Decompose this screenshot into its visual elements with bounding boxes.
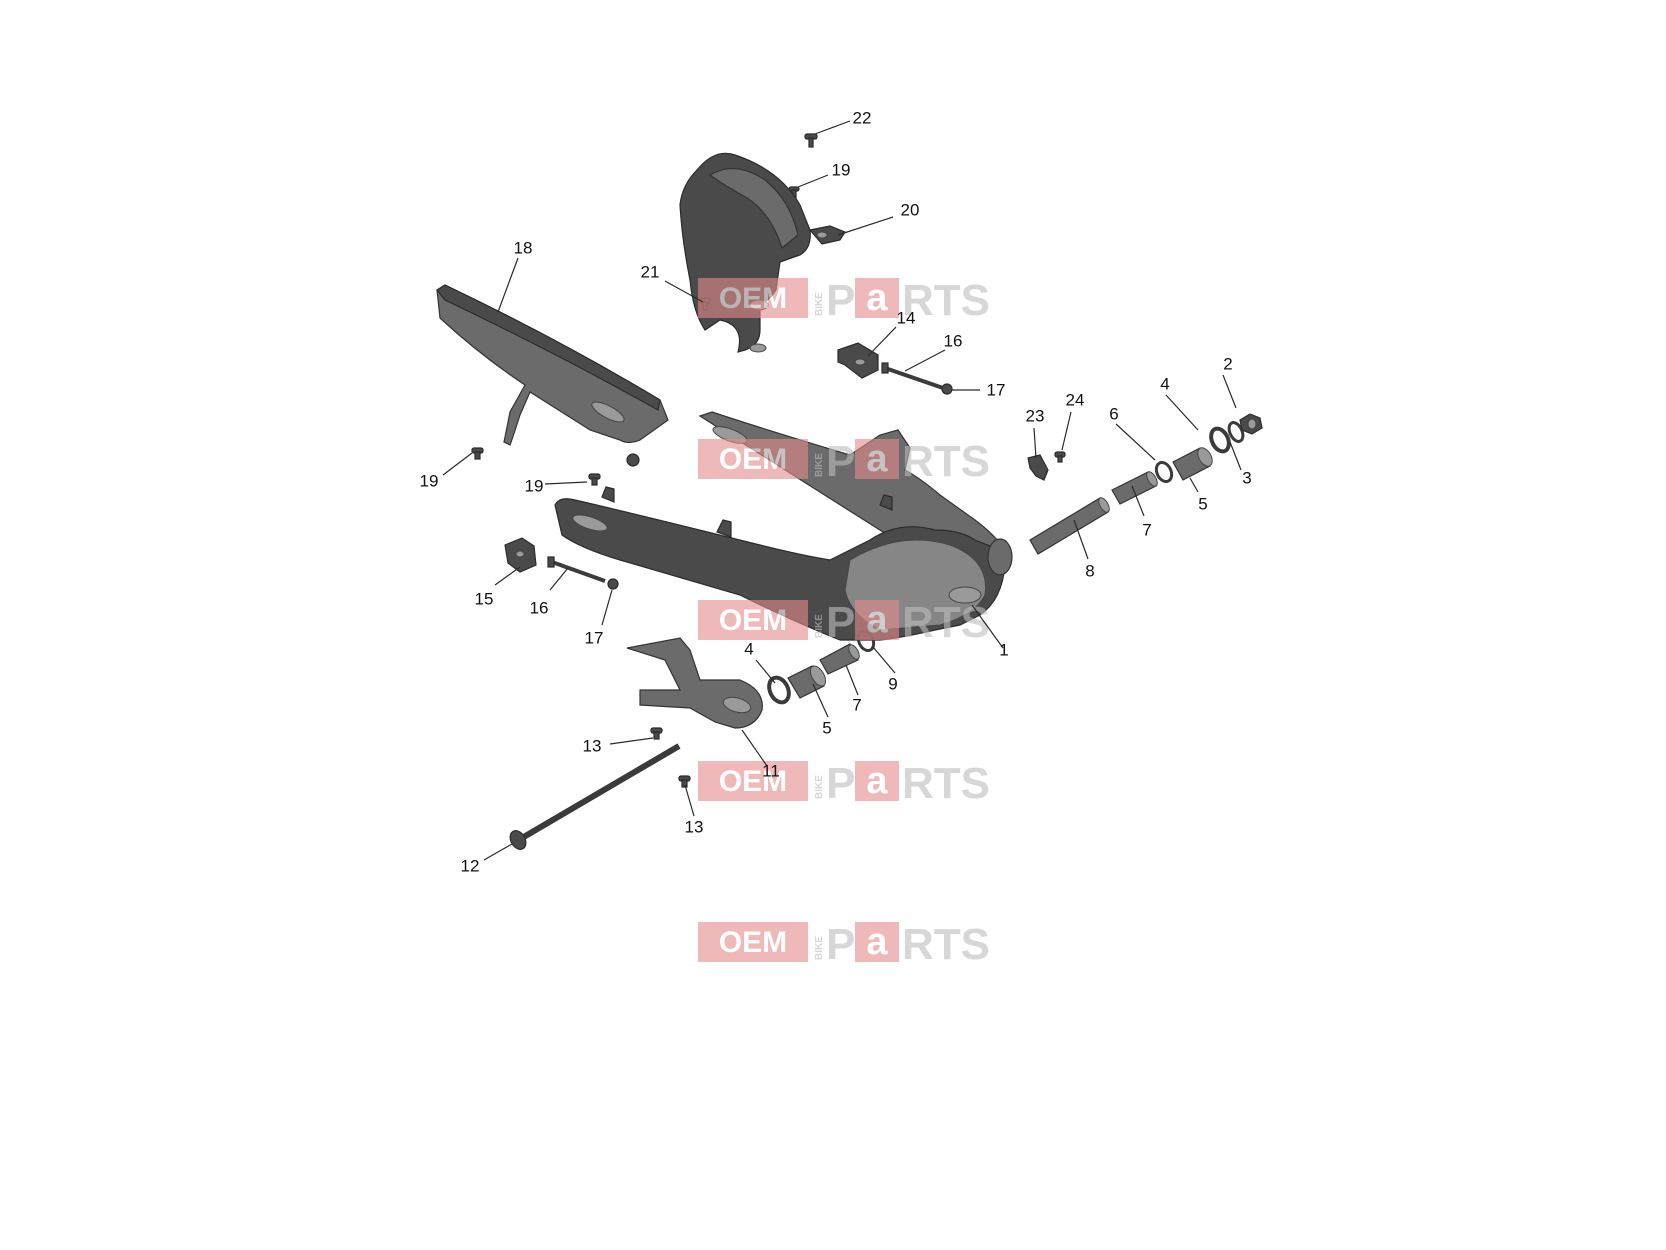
- callout-13: 13: [685, 818, 704, 837]
- part-6-seal-ring: [1154, 460, 1174, 484]
- callout-19: 19: [832, 161, 851, 180]
- part-19-screw-left: [471, 447, 484, 460]
- watermark-p-text: P: [826, 437, 855, 486]
- part-18-chain-guard: [436, 284, 669, 467]
- watermark-bike-text: BIKE: [814, 453, 825, 477]
- callout-23: 23: [1026, 407, 1045, 426]
- callout-22: 22: [853, 109, 872, 128]
- callout-24: 24: [1066, 391, 1085, 410]
- watermark-rts-text: RTS: [902, 276, 990, 325]
- callout-5: 5: [1198, 495, 1207, 514]
- part-5-bearing-upper: [1172, 447, 1213, 481]
- watermark-p-text: P: [826, 920, 855, 969]
- callout-4: 4: [1160, 375, 1169, 394]
- callout-19: 19: [420, 472, 439, 491]
- part-15-adjuster-block: [504, 537, 537, 573]
- watermark-oem-text: OEM: [719, 765, 787, 798]
- part-19-screw-middle: [588, 473, 601, 486]
- callout-7: 7: [852, 696, 861, 715]
- watermark-a-text: a: [866, 438, 888, 480]
- callout-18: 18: [514, 239, 533, 258]
- watermark-bike-text: BIKE: [814, 614, 825, 638]
- watermark-p-text: P: [826, 759, 855, 808]
- callout-19: 19: [525, 477, 544, 496]
- part-13-screw-upper: [650, 727, 663, 740]
- callout-6: 6: [1109, 405, 1118, 424]
- part-7-sleeve-upper: [1111, 471, 1158, 505]
- part-4-washer-lower: [767, 675, 791, 705]
- watermark-a-text: a: [866, 760, 888, 802]
- callout-5: 5: [822, 719, 831, 738]
- callout-4: 4: [744, 640, 753, 659]
- callout-2: 2: [1223, 355, 1232, 374]
- part-rear-hugger: [679, 152, 811, 353]
- part-12-axle: [509, 743, 681, 850]
- watermark-p-text: P: [826, 598, 855, 647]
- part-13-screw-lower: [678, 775, 691, 788]
- watermark-bike-text: BIKE: [814, 775, 825, 799]
- callout-16: 16: [530, 599, 549, 618]
- watermark-p-text: P: [826, 276, 855, 325]
- watermark-bike-text: BIKE: [814, 936, 825, 960]
- part-5-bearing-lower: [787, 665, 827, 699]
- callout-3: 3: [1242, 469, 1251, 488]
- watermark-rts-text: RTS: [902, 920, 990, 969]
- callout-14: 14: [897, 309, 916, 328]
- watermark-bike-text: BIKE: [814, 292, 825, 316]
- watermark-rts-text: RTS: [902, 759, 990, 808]
- watermark-oem-text: OEM: [719, 926, 787, 959]
- part-16-bolt-lower: [547, 556, 606, 583]
- watermark-oem-text: OEM: [719, 282, 787, 315]
- watermark-rts-text: RTS: [902, 437, 990, 486]
- watermark-oem-text: OEM: [719, 443, 787, 476]
- callout-9: 9: [888, 675, 897, 694]
- watermark-a-text: a: [866, 277, 888, 319]
- part-17-nut-upper: [941, 383, 953, 395]
- part-4-washer-upper: [1209, 426, 1231, 454]
- watermark-oem-text: OEM: [719, 604, 787, 637]
- callout-20: 20: [901, 201, 920, 220]
- part-7-sleeve-lower: [819, 643, 860, 675]
- part-14-adjuster-block: [837, 342, 879, 379]
- callout-21: 21: [641, 263, 660, 282]
- watermark-rts-text: RTS: [902, 598, 990, 647]
- callout-labels: 22 19 20 21 18 14 16 17 2 4 6 23 24 3 5 …: [420, 109, 1252, 876]
- part-20-bracket: [808, 225, 846, 245]
- part-17-nut-lower: [607, 578, 619, 590]
- callout-12: 12: [461, 857, 480, 876]
- part-22-screw: [804, 133, 818, 148]
- callout-11: 11: [762, 762, 780, 781]
- watermark-a-text: a: [866, 599, 888, 641]
- callout-17: 17: [987, 381, 1006, 400]
- callout-15: 15: [475, 590, 494, 609]
- part-8-pivot-tube: [1029, 497, 1110, 555]
- callout-7: 7: [1142, 521, 1151, 540]
- part-23-clip: [1027, 454, 1049, 481]
- callout-8: 8: [1085, 562, 1094, 581]
- callout-1: 1: [999, 641, 1008, 660]
- callout-17: 17: [585, 629, 604, 648]
- part-24-screw: [1054, 451, 1066, 463]
- leader-lines: [442, 120, 1242, 861]
- callout-13: 13: [583, 737, 602, 756]
- part-11-chain-slider: [626, 637, 763, 729]
- part-16-bolt-upper: [881, 362, 944, 390]
- part-2-nut: [1239, 413, 1263, 435]
- watermark-a-text: a: [866, 921, 888, 963]
- callout-16: 16: [944, 332, 963, 351]
